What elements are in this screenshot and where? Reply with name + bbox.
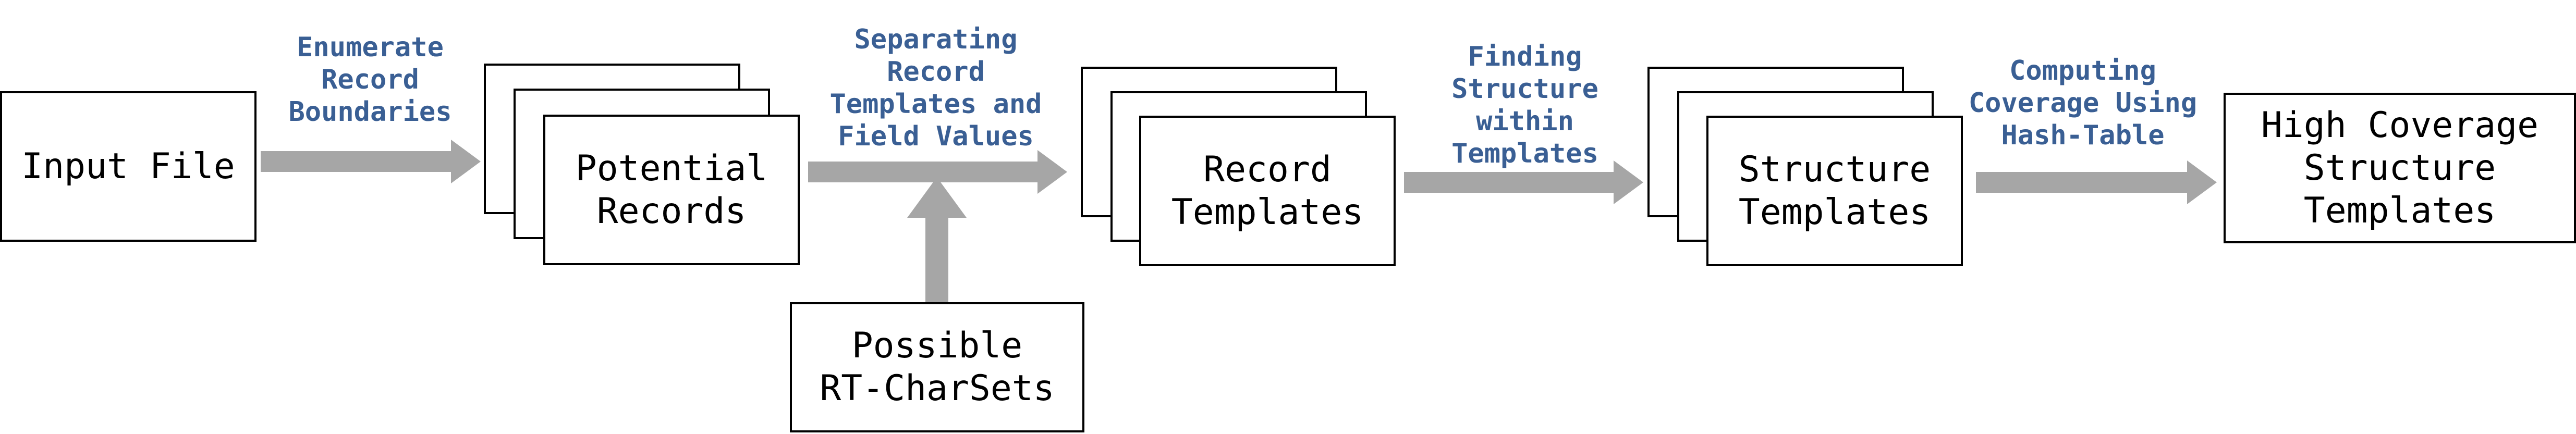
edge-label-line: within bbox=[1476, 106, 1574, 137]
arrow-separating bbox=[808, 150, 1067, 194]
node-text: Templates bbox=[2303, 190, 2496, 231]
node-text: Templates bbox=[1171, 191, 1364, 233]
edge-label-separating: Separating Record Templates and Field Va… bbox=[803, 23, 1069, 153]
node-text: Records bbox=[596, 190, 747, 232]
node-input-file: Input File bbox=[0, 91, 257, 242]
arrow-computing bbox=[1976, 160, 2217, 204]
node-high-coverage-structure-templates: High Coverage Structure Templates bbox=[2224, 93, 2576, 243]
arrow-charsets bbox=[907, 177, 967, 302]
arrow-enumerate bbox=[261, 140, 481, 183]
node-text: Input File bbox=[21, 145, 235, 187]
edge-label-line: Computing bbox=[2009, 55, 2156, 86]
edge-label-line: Coverage Using bbox=[1968, 88, 2197, 119]
edge-label-line: Field Values bbox=[838, 121, 1034, 152]
node-text: Potential bbox=[575, 147, 768, 189]
node-possible-rt-charsets: Possible RT-CharSets bbox=[790, 302, 1084, 432]
edge-label-line: Hash-Table bbox=[2001, 120, 2165, 151]
node-potential-records: Potential Records bbox=[543, 115, 800, 265]
node-text: Structure bbox=[1738, 148, 1931, 190]
node-text: Record bbox=[1203, 148, 1332, 190]
edge-label-computing: Computing Coverage Using Hash-Table bbox=[1947, 55, 2218, 152]
edge-label-line: Separating bbox=[854, 24, 1018, 55]
node-text: RT-CharSets bbox=[820, 368, 1055, 409]
edge-label-line: Structure bbox=[1451, 73, 1598, 105]
node-record-templates: Record Templates bbox=[1139, 116, 1396, 266]
edge-label-line: Boundaries bbox=[288, 96, 452, 128]
edge-label-line: Templates and bbox=[829, 89, 1042, 120]
edge-label-line: Finding bbox=[1468, 41, 1582, 72]
node-text: High Coverage bbox=[2261, 104, 2539, 146]
edge-label-line: Record bbox=[321, 64, 419, 95]
node-text: Possible bbox=[851, 325, 1023, 366]
edge-label-finding: Finding Structure within Templates bbox=[1408, 41, 1642, 170]
edge-label-line: Templates bbox=[1451, 138, 1598, 169]
node-structure-templates: Structure Templates bbox=[1706, 116, 1963, 266]
edge-label-line: Enumerate bbox=[297, 32, 444, 63]
arrow-finding bbox=[1404, 160, 1643, 204]
node-text: Structure bbox=[2303, 147, 2496, 189]
edge-label-enumerate: Enumerate Record Boundaries bbox=[261, 31, 480, 128]
node-text: Templates bbox=[1738, 191, 1931, 233]
edge-label-line: Record bbox=[887, 56, 985, 88]
